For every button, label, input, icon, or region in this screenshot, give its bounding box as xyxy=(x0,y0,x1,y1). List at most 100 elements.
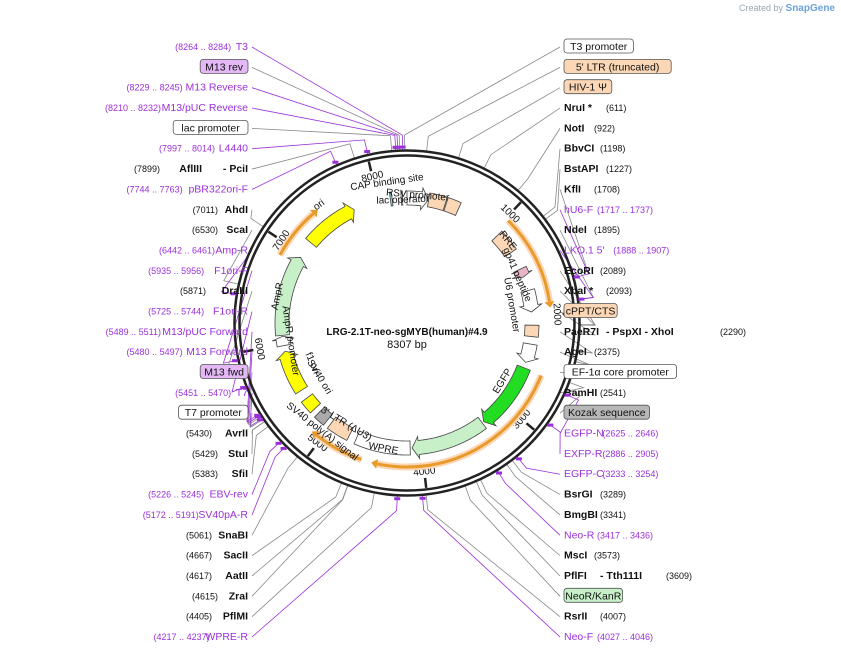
label-position: (5429) xyxy=(192,449,218,459)
primer-mark xyxy=(257,418,264,422)
label-position: (4217 .. 4237) xyxy=(154,632,210,642)
leader-line xyxy=(251,492,375,617)
feature-label: WPRE xyxy=(367,441,399,457)
label-name: Amp-R xyxy=(215,244,248,256)
site-label-l4440: L4440(7997 .. 8014) xyxy=(159,143,248,155)
feature-rsv-promoter xyxy=(406,186,429,212)
feature-5-ltr-truncated- xyxy=(426,192,448,212)
site-label-egfp-c: EGFP-C(3233 .. 3254) xyxy=(564,468,658,480)
label-name: T3 xyxy=(236,41,248,53)
site-label-bsrgi: BsrGI(3289) xyxy=(564,489,626,501)
label-name: EGFP-C xyxy=(564,468,604,480)
leader-line xyxy=(559,331,593,354)
primer-mark xyxy=(240,386,247,390)
primer-mark xyxy=(280,446,287,450)
site-label-draiii: DraIII(5871) xyxy=(180,285,248,297)
label-text: lac promoter xyxy=(181,122,240,134)
leader-line xyxy=(547,423,561,454)
label-name: Neo-F xyxy=(564,631,593,643)
label-position: (7997 .. 8014) xyxy=(159,144,215,154)
primer-mark xyxy=(573,275,580,279)
site-label-cppt: cPPT/CTS xyxy=(563,303,618,318)
label-name: AatII xyxy=(225,570,248,582)
plasmid-length: 8307 bp xyxy=(387,339,427,351)
label-position: (5061) xyxy=(186,530,212,540)
label-name: LKO.1 5' xyxy=(564,244,605,256)
label-name: NdeI xyxy=(564,224,587,236)
label-name: EcoRI xyxy=(564,265,594,277)
leader-line xyxy=(425,494,561,617)
leader-line xyxy=(516,456,561,475)
leader-line xyxy=(251,87,399,151)
tick-mark xyxy=(423,477,428,489)
label-name: BstAPI xyxy=(564,163,599,175)
site-label-bstapi: BstAPI(1227) xyxy=(564,163,632,175)
site-label-f1ori-r: F1ori-R(5725 .. 5744) xyxy=(148,305,248,317)
site-label-t3-promoter: T3 promoter xyxy=(563,38,634,54)
label-text: cPPT/CTS xyxy=(566,305,616,317)
primer-mark xyxy=(230,292,237,296)
label-name: SV40pA-R xyxy=(198,509,248,521)
site-label-wpre-r: WPRE-R(4217 .. 4237) xyxy=(154,631,249,643)
site-label-nrui: NruI *(611) xyxy=(564,102,626,114)
tick-label: 6000 xyxy=(252,337,267,361)
site-label-ebv-rev: EBV-rev(5226 .. 5245) xyxy=(148,489,249,501)
label-position: (3233 .. 3254) xyxy=(602,469,658,479)
label-name: PaeR7I xyxy=(564,326,599,338)
plasmid-name: LRG-2.1T-neo-sgMYB(human)#4.9 xyxy=(326,327,488,338)
label-position: (4405) xyxy=(186,612,212,622)
site-label-m13puc-reverse: M13/pUC Reverse(8210 .. 8232) xyxy=(105,102,248,114)
label-position: (3289) xyxy=(600,490,626,500)
label-position: (4667) xyxy=(186,551,212,561)
feature-sv40-poly-a-signal xyxy=(313,406,333,426)
label-position: (4027 .. 4046) xyxy=(597,632,653,642)
label-position: (3609) xyxy=(666,571,692,581)
label-position: (4617) xyxy=(186,571,212,581)
tick-mark xyxy=(513,201,522,211)
site-label-scai: ScaI(6530) xyxy=(192,224,248,236)
leader-line xyxy=(223,229,253,285)
label-text: NeoR/KanR xyxy=(565,590,621,602)
feature-arrows xyxy=(272,186,544,460)
site-label-aatii: AatII (4617) xyxy=(186,570,248,582)
label-position: (5430) xyxy=(186,429,212,439)
site-label-m13reverse: M13 Reverse(8229 .. 8245) xyxy=(127,82,249,94)
leader-line xyxy=(511,460,561,495)
site-label-f1ori-f: F1ori-F(5935 .. 5956) xyxy=(148,265,248,277)
label-text: HIV-1 Ψ xyxy=(569,82,607,94)
label-position: (1717 .. 1737) xyxy=(597,205,653,215)
orange-arcs xyxy=(276,209,555,471)
label-position: (8229 .. 8245) xyxy=(127,83,183,93)
leader-line xyxy=(251,107,397,151)
site-label-t3-primer: T3(8264 .. 8284) xyxy=(175,41,248,53)
primer-mark xyxy=(332,160,339,164)
label-box xyxy=(563,38,634,54)
site-label-xbai: XbaI *(2093) xyxy=(564,285,632,297)
leader-line xyxy=(251,66,401,151)
site-label-ecori: EcoRI(2089) xyxy=(564,265,626,277)
label-position: (8210 .. 8232) xyxy=(105,103,161,113)
leader-line xyxy=(545,169,561,220)
snapgene-credit: Created by SnapGene xyxy=(739,3,835,14)
label-name: XbaI * xyxy=(564,285,594,297)
leader-line xyxy=(251,143,355,170)
feature-neor-kanr xyxy=(411,416,487,460)
label-position: (2886 .. 2905) xyxy=(602,449,658,459)
feature-egfp xyxy=(480,364,531,427)
label-position: (1895) xyxy=(594,225,620,235)
label-name: DraIII xyxy=(222,285,248,297)
site-label-m13forward: M13 Forward(5480 .. 5497) xyxy=(127,346,249,358)
leader-line xyxy=(480,479,561,556)
primer-mark xyxy=(515,457,522,461)
site-label-lko15: LKO.1 5'(1888 .. 1907) xyxy=(564,244,669,256)
feature-rre xyxy=(491,230,517,258)
orf-arc xyxy=(315,433,362,461)
label-position: (4007) xyxy=(600,612,626,622)
label-name: AhdI xyxy=(225,204,248,216)
orf-arrowhead xyxy=(544,300,555,308)
label-name: WPRE-R xyxy=(205,631,248,643)
label-name: M13 Forward xyxy=(186,346,248,358)
leader-line xyxy=(426,66,561,152)
primer-mark xyxy=(255,415,262,419)
tick-mark xyxy=(306,447,315,457)
